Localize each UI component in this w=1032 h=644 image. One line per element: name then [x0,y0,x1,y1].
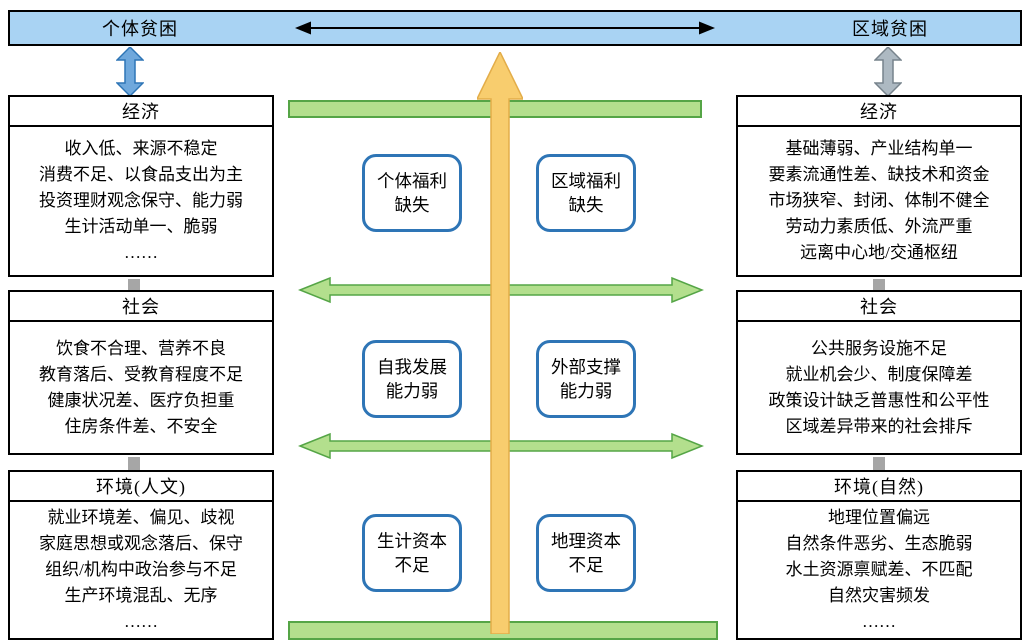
content-line: 组织/机构中政治参与不足 [45,560,237,579]
box-line1: 自我发展 [377,356,447,377]
section-content: 饮食不合理、营养不良教育落后、受教育程度不足健康状况差、医疗负担重住房条件差、不… [8,320,274,455]
content-line: 地理位置偏远 [828,508,930,527]
box-line1: 外部支撑 [551,356,621,377]
connector [128,457,140,470]
section-content: 基础薄弱、产业结构单一要素流通性差、缺技术和资金市场狭窄、封闭、体制不健全劳动力… [736,125,1022,277]
section-title: 社会 [736,290,1022,322]
section-content: 收入低、来源不稳定消费不足、以食品支出为主投资理财观念保守、能力弱生计活动单一、… [8,125,274,277]
regional-link-double-arrow-icon [874,47,902,96]
content-line: 远离中心地/交通枢纽 [800,243,958,262]
section-society-regional: 社会 公共服务设施不足就业机会少、制度保障差政策设计缺乏普惠性和公平性区域差异带… [736,290,1022,455]
connector [873,279,885,290]
content-line: 消费不足、以食品支出为主 [39,165,243,184]
content-line: 生计活动单一、脆弱 [64,217,218,236]
box-line1: 区域福利 [551,170,621,191]
box-line2: 不足 [394,555,430,575]
capital-to-welfare-up-arrow-icon [477,52,523,634]
section-title: 经济 [736,95,1022,127]
content-line: 自然条件恶劣、生态脆弱 [785,534,973,553]
regional-poverty-label: 区域贫困 [852,19,928,39]
box-line2: 缺失 [394,195,430,215]
content-line: 住房条件差、不安全 [64,416,218,436]
box-line2: 能力弱 [385,381,439,401]
connector [873,457,885,470]
section-society-individual: 社会 饮食不合理、营养不良教育落后、受教育程度不足健康状况差、医疗负担重住房条件… [8,290,274,455]
content-line: 投资理财观念保守、能力弱 [39,191,243,210]
content-line: 就业机会少、制度保障差 [785,364,973,384]
box-regional-welfare-deficit: 区域福利 缺失 [536,154,636,232]
individual-poverty-label: 个体贫困 [102,19,178,39]
box-line2: 能力弱 [559,381,613,401]
content-line: …… [862,612,896,631]
section-content: 公共服务设施不足就业机会少、制度保障差政策设计缺乏普惠性和公平性区域差异带来的社… [736,320,1022,455]
section-title: 环境(人文) [8,470,274,502]
box-line1: 生计资本 [377,530,447,551]
box-livelihood-capital-deficit: 生计资本 不足 [362,514,462,592]
connector [128,279,140,290]
content-line: 基础薄弱、产业结构单一 [785,139,973,158]
box-line1: 个体福利 [377,170,447,191]
content-line: 政策设计缺乏普惠性和公平性 [768,390,990,410]
box-external-support-weak: 外部支撑 能力弱 [536,340,636,418]
content-line: 生产环境混乱、无序 [64,586,218,605]
box-line2: 缺失 [568,195,604,215]
content-line: 家庭思想或观念落后、保守 [39,534,243,553]
content-line: 劳动力素质低、外流严重 [785,217,973,236]
content-line: 要素流通性差、缺技术和资金 [768,165,990,184]
content-line: …… [124,243,158,262]
section-title: 环境(自然) [736,470,1022,502]
content-line: 区域差异带来的社会排斥 [785,416,973,436]
content-line: 水土资源禀赋差、不匹配 [785,560,973,579]
content-line: 收入低、来源不稳定 [64,139,218,158]
content-line: 健康状况差、医疗负担重 [47,390,235,410]
box-line2: 不足 [568,555,604,575]
content-line: 公共服务设施不足 [811,338,947,358]
section-environment-human: 环境(人文) 就业环境差、偏见、歧视家庭思想或观念落后、保守组织/机构中政治参与… [8,470,274,640]
content-line: 就业环境差、偏见、歧视 [47,508,235,527]
content-line: 教育落后、受教育程度不足 [39,364,243,384]
box-geographic-capital-deficit: 地理资本 不足 [536,514,636,592]
individual-link-double-arrow-icon [116,47,144,96]
section-title: 经济 [8,95,274,127]
box-self-development-weak: 自我发展 能力弱 [362,340,462,418]
poverty-axis-banner: 个体贫困 区域贫困 [8,10,1022,46]
box-line1: 地理资本 [551,530,621,551]
content-line: 饮食不合理、营养不良 [56,338,226,358]
section-content: 地理位置偏远自然条件恶劣、生态脆弱水土资源禀赋差、不匹配自然灾害频发 …… [736,500,1022,640]
section-environment-natural: 环境(自然) 地理位置偏远自然条件恶劣、生态脆弱水土资源禀赋差、不匹配自然灾害频… [736,470,1022,640]
content-line: …… [124,612,158,631]
section-content: 就业环境差、偏见、歧视家庭思想或观念落后、保守组织/机构中政治参与不足生产环境混… [8,500,274,640]
section-economy-individual: 经济 收入低、来源不稳定消费不足、以食品支出为主投资理财观念保守、能力弱生计活动… [8,95,274,277]
section-economy-regional: 经济 基础薄弱、产业结构单一要素流通性差、缺技术和资金市场狭窄、封闭、体制不健全… [736,95,1022,277]
individual-regional-axis-arrow-icon [295,21,715,35]
section-title: 社会 [8,290,274,322]
content-line: 市场狭窄、封闭、体制不健全 [768,191,990,210]
box-individual-welfare-deficit: 个体福利 缺失 [362,154,462,232]
content-line: 自然灾害频发 [828,586,930,605]
